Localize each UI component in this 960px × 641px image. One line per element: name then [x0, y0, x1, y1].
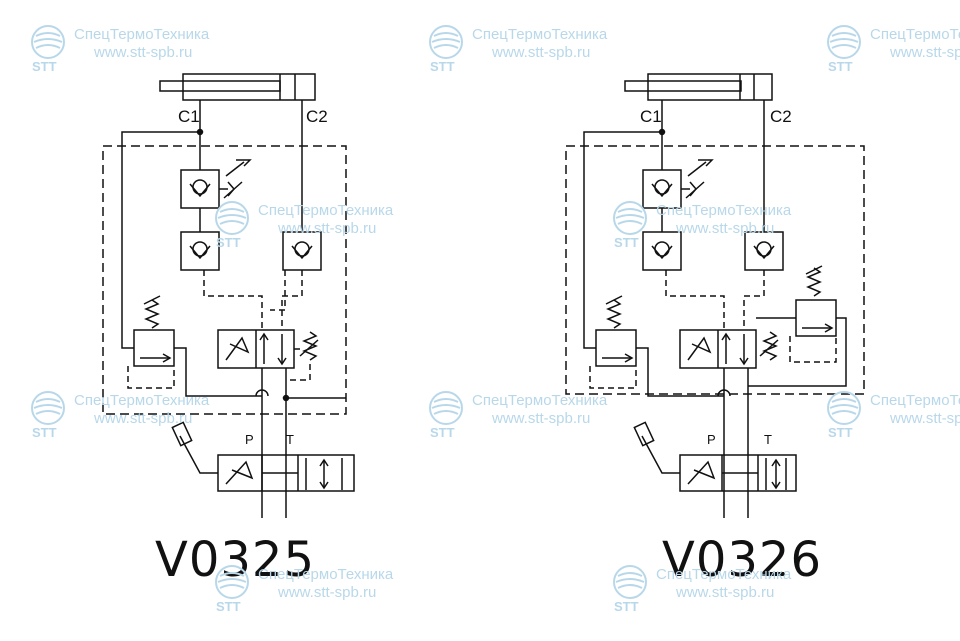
port-p-label: P [245, 432, 254, 447]
relief-valve [595, 295, 637, 367]
diagram-v0325: C1 C2 [102, 73, 355, 518]
check-valve-right [744, 231, 784, 271]
port-p-label: P [707, 432, 716, 447]
directional-valve-block [679, 329, 779, 369]
port-t-label: T [286, 432, 294, 447]
diagram-v0326: C1 C2 [565, 73, 865, 518]
relief-valve [133, 295, 175, 367]
port-t-label: T [764, 432, 772, 447]
check-valve-top [642, 159, 714, 209]
valve-block-boundary [102, 145, 347, 415]
model-title-v0326: V0326 [662, 532, 822, 588]
model-title-v0325: V0325 [155, 532, 315, 588]
check-valve-right [282, 231, 322, 271]
port-c2-label: C2 [306, 107, 328, 126]
port-c2-label: C2 [770, 107, 792, 126]
valve-block-boundary [565, 145, 865, 395]
port-c1-label: C1 [640, 107, 662, 126]
handle-valve [171, 421, 355, 492]
port-c1-label: C1 [178, 107, 200, 126]
check-valve-left [180, 231, 220, 271]
hydraulic-cylinder [624, 73, 773, 101]
directional-valve-block [217, 329, 319, 369]
hydraulic-cylinder [159, 73, 316, 101]
handle-valve [633, 421, 797, 492]
check-valve-left [642, 231, 682, 271]
relief-valve-secondary [795, 265, 837, 337]
check-valve-top [180, 159, 252, 209]
